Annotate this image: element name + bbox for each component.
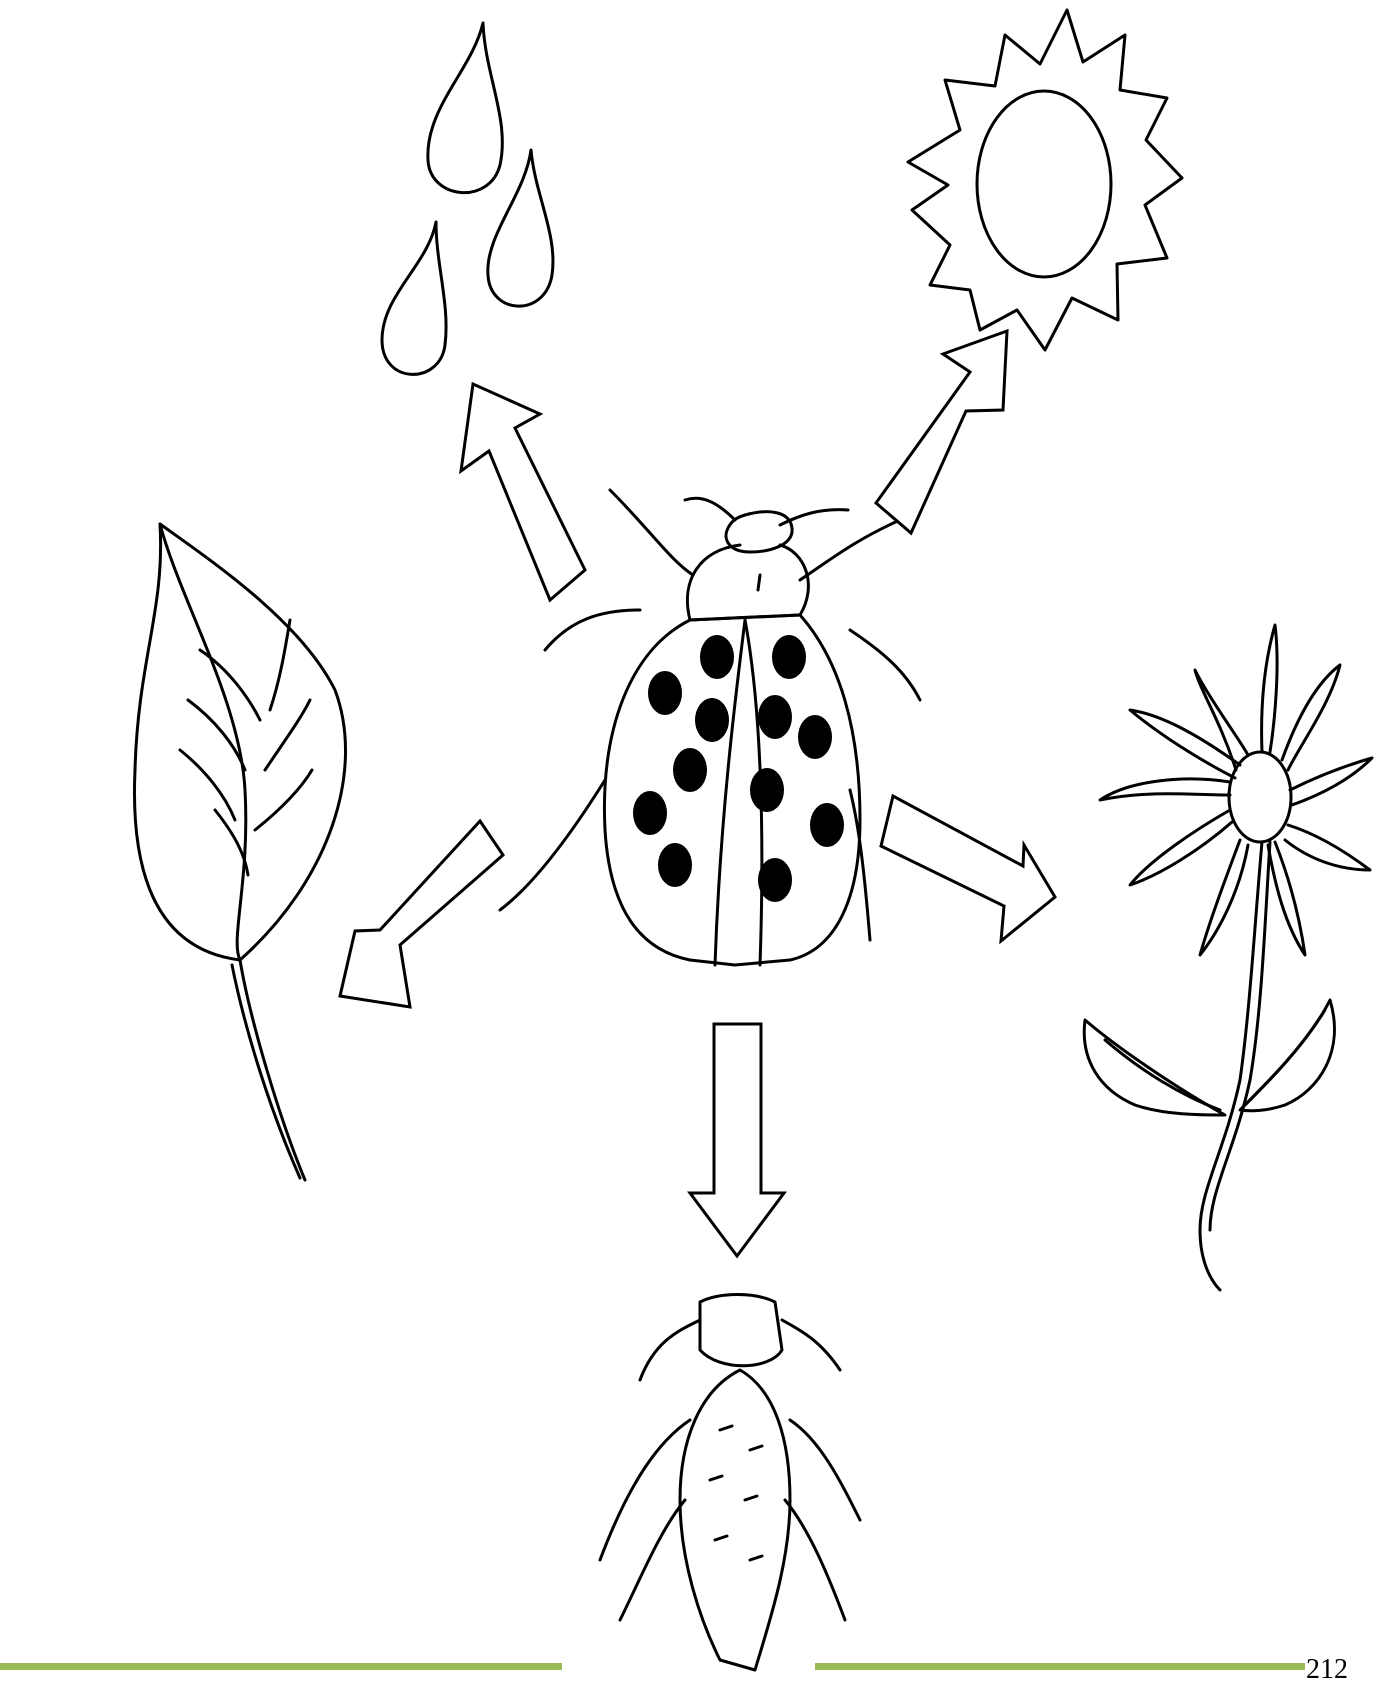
- arrows: [340, 331, 1055, 1256]
- footer-bar-right: [815, 1663, 1305, 1670]
- flower-icon: [1084, 625, 1372, 1290]
- sun-icon: [908, 10, 1182, 350]
- water-drops-icon: [382, 23, 553, 374]
- arrow-to-sun: [876, 331, 1007, 533]
- footer-bar-left: [0, 1663, 562, 1670]
- arrow-to-water: [461, 384, 585, 600]
- leaf-icon: [134, 524, 345, 1180]
- arrow-to-flower: [881, 796, 1055, 941]
- arrow-to-leaf: [340, 821, 503, 1007]
- arrow-to-aphid: [690, 1024, 784, 1256]
- page-number: 212: [1306, 1656, 1348, 1684]
- aphid-icon: [600, 1295, 860, 1671]
